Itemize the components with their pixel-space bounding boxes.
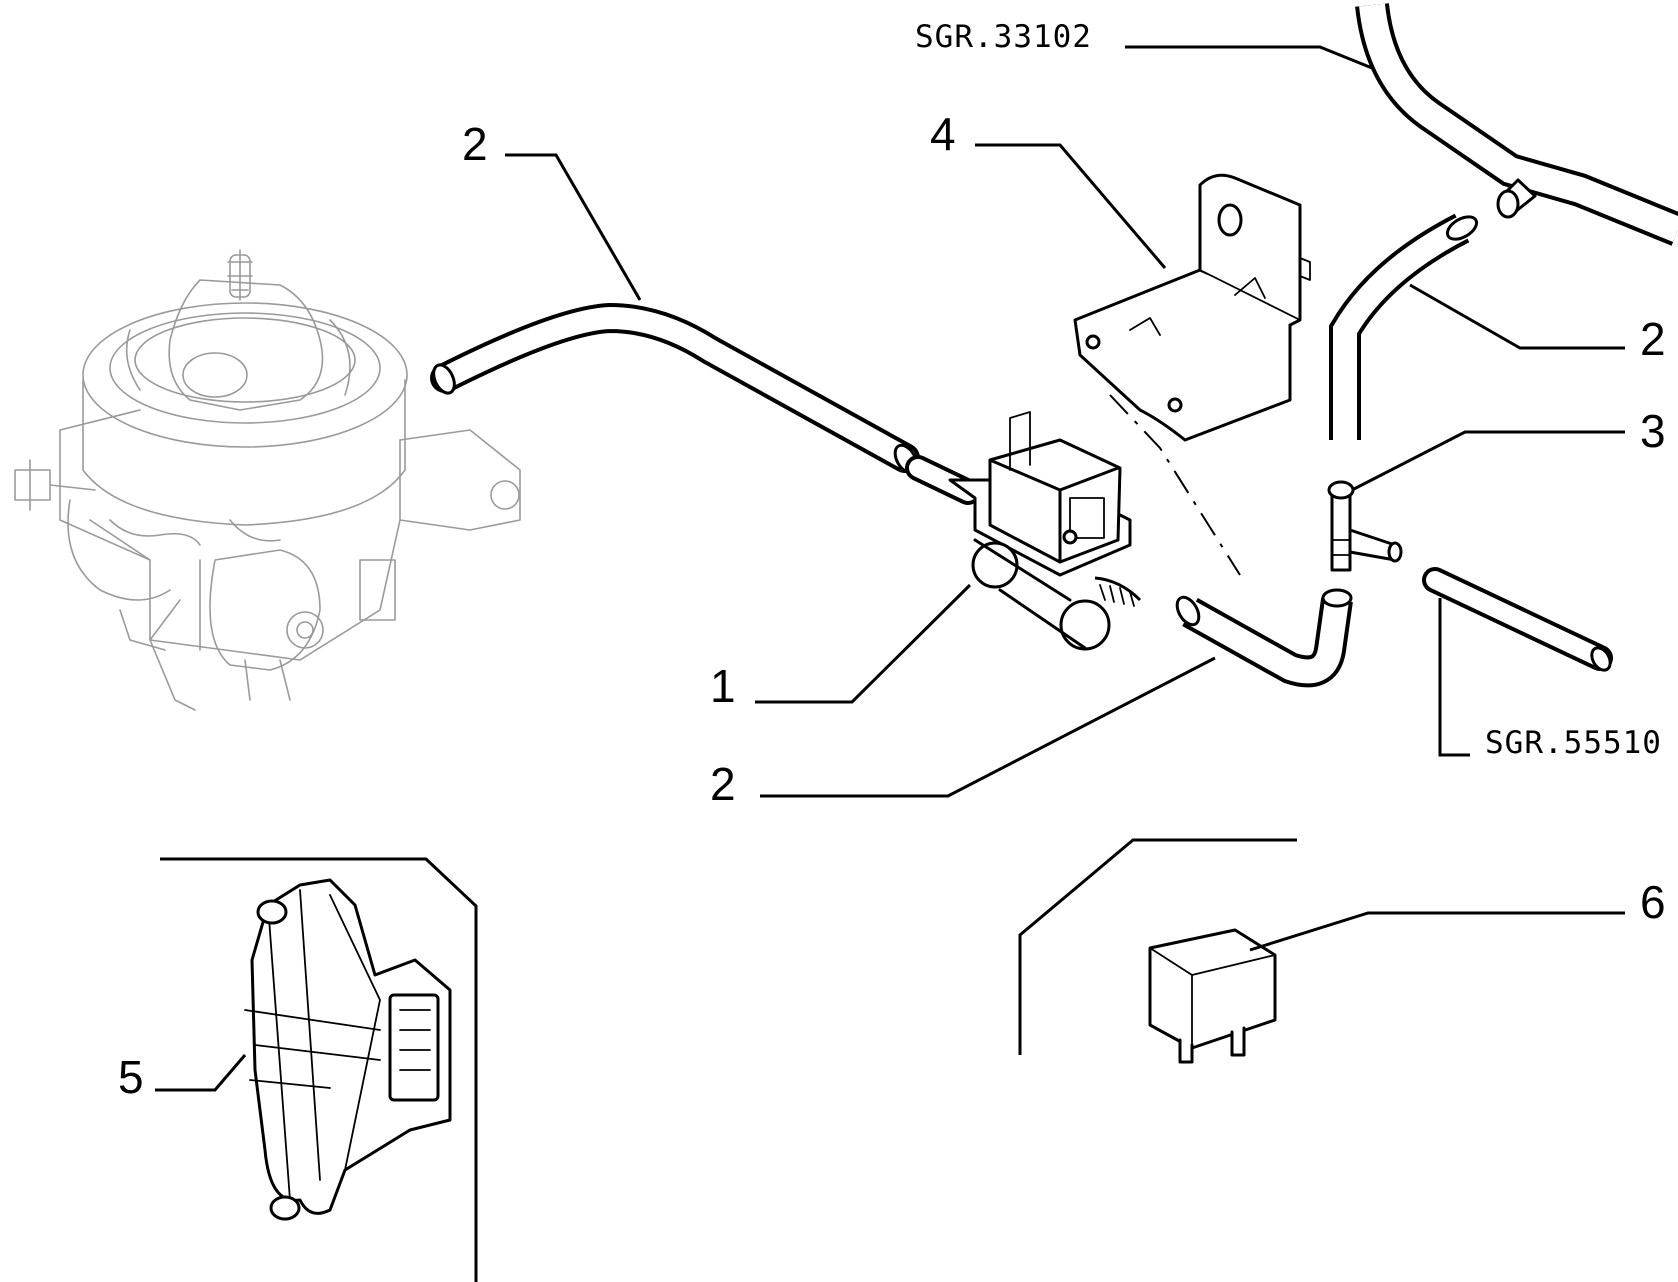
ref-label-1: 1	[710, 660, 736, 712]
ref-label-4: 4	[930, 108, 956, 160]
sgr-code-upper: SGR.33102	[915, 19, 1092, 55]
tee-fitting-3	[1327, 480, 1403, 572]
ref-label-6: 6	[1640, 876, 1666, 928]
ref-label-5: 5	[118, 1051, 144, 1103]
bracket-4	[1073, 173, 1311, 442]
relay-6	[1148, 928, 1277, 1064]
leader-line-sgr-upper	[1125, 45, 1373, 70]
hose-2-lower	[1175, 588, 1353, 688]
leader-line-6	[1249, 911, 1625, 952]
carburettor-illustration	[14, 249, 521, 711]
fuel-hose-upper	[1355, 2, 1678, 246]
leader-line-2-right	[1409, 283, 1625, 350]
leader-line-sgr-right	[1438, 598, 1470, 757]
control-unit-5	[244, 878, 452, 1221]
leader-line-5	[155, 1054, 247, 1092]
ref-label-2-upper: 2	[462, 118, 488, 170]
centerline	[1109, 394, 1241, 576]
ref-label-2-lower: 2	[710, 758, 736, 810]
ref-label-2-right: 2	[1640, 313, 1666, 365]
ref-label-3: 3	[1640, 405, 1666, 457]
leader-line-1	[755, 583, 972, 704]
pipe-straight	[1422, 567, 1613, 672]
hose-2-right	[1329, 213, 1479, 440]
sgr-code-right: SGR.55510	[1485, 725, 1662, 761]
frame-left-section	[160, 857, 478, 1282]
leader-line-3	[1351, 430, 1625, 492]
solenoid-valve-1	[905, 411, 1142, 651]
leader-line-4	[975, 143, 1167, 269]
leader-line-2-upper	[505, 153, 642, 301]
leader-line-2-lower	[760, 656, 1216, 798]
frame-right-section	[1018, 838, 1297, 1055]
hose-2-upper	[430, 302, 920, 475]
